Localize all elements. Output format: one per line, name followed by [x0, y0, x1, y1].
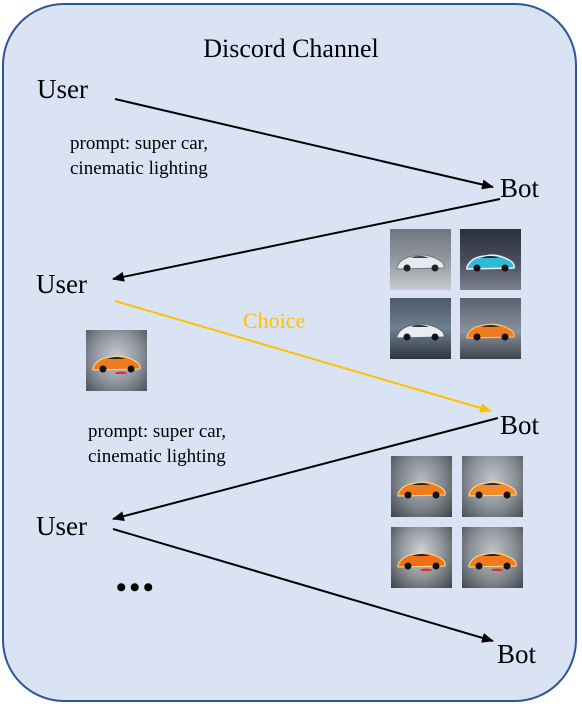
arrow-user1-to-bot1 — [114, 98, 494, 190]
prompt-text-1: prompt: super car, cinematic lighting — [70, 133, 209, 179]
result-image-1-2[interactable] — [460, 229, 521, 290]
arrow-bot2-to-user3 — [112, 417, 499, 522]
result-image-2-1[interactable] — [391, 456, 452, 517]
result-image-1-3[interactable] — [390, 298, 451, 359]
bot-label-1: Bot — [500, 173, 540, 203]
result-image-2-4[interactable] — [462, 527, 523, 588]
user-label-3: User — [36, 511, 87, 541]
bot-label-3: Bot — [497, 639, 537, 669]
arrow-choice-user2-to-bot2 — [114, 300, 492, 413]
result-image-2-2[interactable] — [462, 456, 523, 517]
user-label-1: User — [37, 74, 88, 104]
user-label-2: User — [36, 269, 87, 299]
bot-label-2: Bot — [500, 410, 540, 440]
result-image-2-3[interactable] — [391, 527, 452, 588]
result-image-1-1[interactable] — [390, 229, 451, 290]
selected-image[interactable] — [86, 330, 147, 391]
prompt-text-2: prompt: super car, cinematic lighting — [88, 421, 227, 467]
result-image-1-4[interactable] — [460, 298, 521, 359]
ellipsis: ••• — [116, 571, 157, 604]
arrow-user3-to-bot3 — [112, 528, 494, 643]
arrow-bot1-to-user2 — [112, 198, 501, 282]
diagram-title: Discord Channel — [203, 34, 379, 63]
choice-label: Choice — [243, 308, 306, 333]
